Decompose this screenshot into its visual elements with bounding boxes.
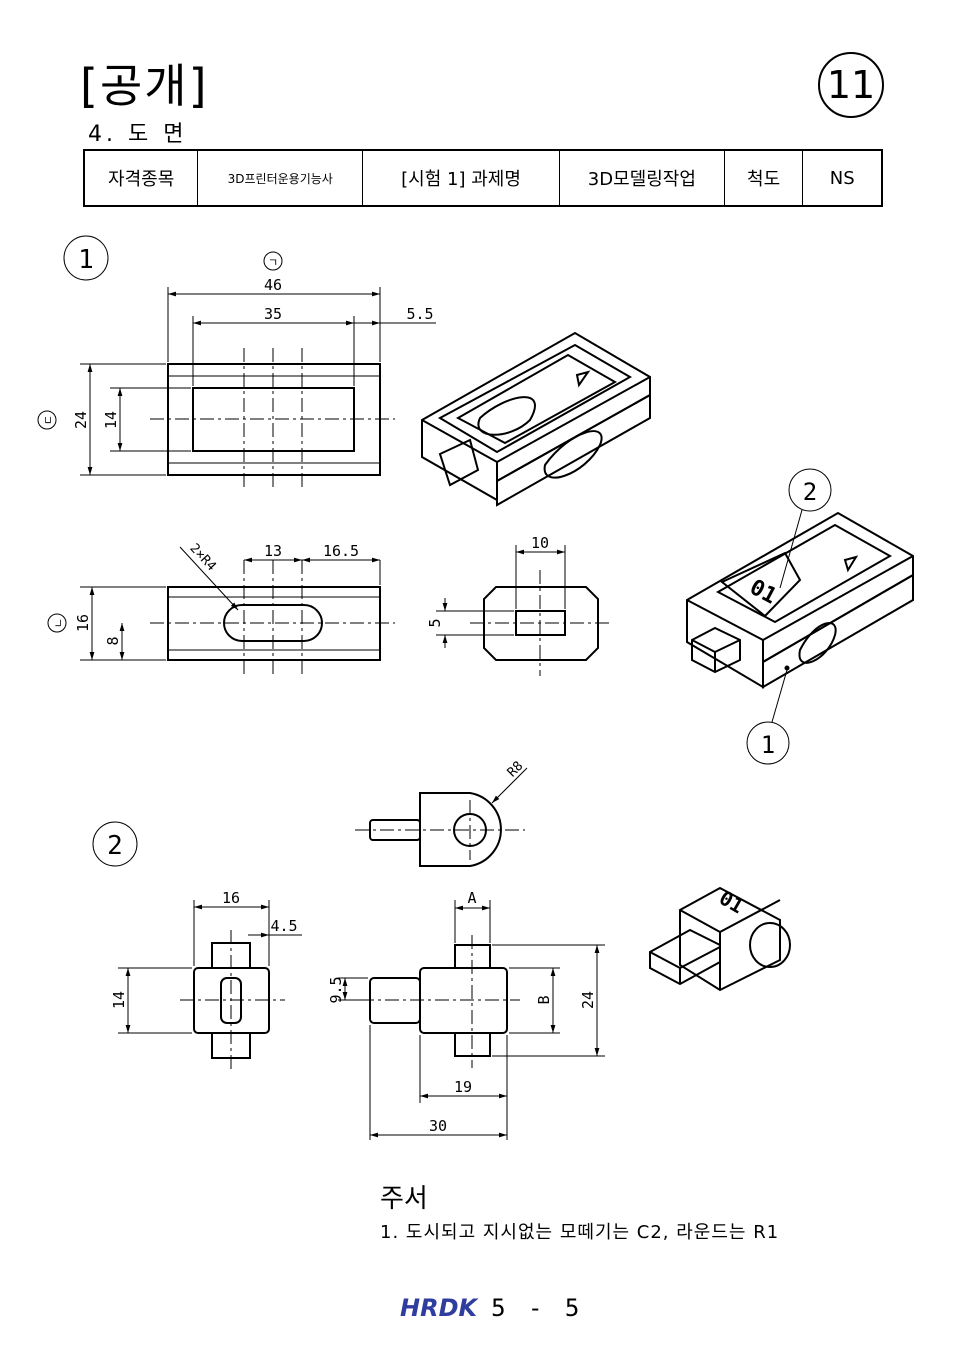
- assembly-callout-2: 2: [803, 478, 817, 506]
- part1-label: 1: [78, 245, 94, 275]
- notes-title: 주서: [380, 1184, 428, 1214]
- dim-14-part2: 14: [110, 991, 128, 1009]
- assembly-callout-1: 1: [761, 731, 775, 759]
- task-label: [시험 1] 과제명: [362, 149, 560, 207]
- dim-30: 30: [429, 1117, 447, 1135]
- marker-giyeok: ㄱ: [268, 256, 278, 269]
- hrdk-logo: HRDK: [400, 1294, 478, 1322]
- dim-35: 35: [264, 305, 282, 323]
- document-title: [공개]: [80, 59, 209, 113]
- title-block-table: 자격종목 3D프린터운용기능사 [시험 1] 과제명 3D모델링작업 척도 NS: [83, 149, 883, 207]
- dim-5-5: 5.5: [406, 305, 433, 323]
- qualification-value: 3D프린터운용기능사: [197, 149, 364, 207]
- dim-9-5: 9.5: [327, 976, 345, 1003]
- part2-label: 2: [107, 831, 123, 861]
- page-number: 5 - 5: [491, 1294, 584, 1322]
- dim-4-5: 4.5: [270, 917, 297, 935]
- marker-nieun: ㄴ: [52, 618, 65, 628]
- dim-16-front: 16: [74, 614, 92, 632]
- dim-b: B: [535, 995, 553, 1004]
- part2-isometric-view: [649, 886, 791, 992]
- part1-front-view: [150, 560, 395, 675]
- dim-16-part2: 16: [222, 889, 240, 907]
- part1-side-view: [470, 570, 612, 676]
- dim-46: 46: [264, 276, 282, 294]
- part2-engraving: 01: [715, 886, 748, 919]
- dim-8: 8: [104, 636, 122, 645]
- footer: HRDK 5 - 5: [400, 1294, 583, 1322]
- dim-2xr4: 2×R4: [186, 541, 218, 574]
- task-value: 3D모델링작업: [558, 149, 725, 207]
- page-number-badge: 11: [818, 52, 884, 118]
- section-heading: 4. 도 면: [88, 122, 188, 147]
- dim-24-part2: 24: [579, 991, 597, 1009]
- marker-digeut: ㄷ: [42, 415, 55, 425]
- part1-callout-circle: [63, 235, 109, 281]
- part1-top-view: [150, 348, 395, 490]
- assembly-isometric-view: [686, 511, 914, 689]
- qualification-label: 자격종목: [83, 149, 199, 207]
- dim-16-5: 16.5: [323, 542, 359, 560]
- scale-value: NS: [802, 149, 883, 207]
- dim-r8: R8: [505, 759, 527, 781]
- dim-19: 19: [454, 1078, 472, 1096]
- dim-24: 24: [72, 411, 90, 429]
- dim-13: 13: [264, 542, 282, 560]
- dim-14: 14: [102, 411, 120, 429]
- scale-label: 척도: [723, 149, 804, 207]
- part1-isometric-view: [421, 331, 651, 507]
- notes-line-1: 1. 도시되고 지시없는 모떼기는 C2, 라운드는 R1: [380, 1222, 780, 1243]
- dim-a: A: [467, 889, 476, 907]
- dim-5: 5: [426, 618, 444, 627]
- dim-10: 10: [531, 534, 549, 552]
